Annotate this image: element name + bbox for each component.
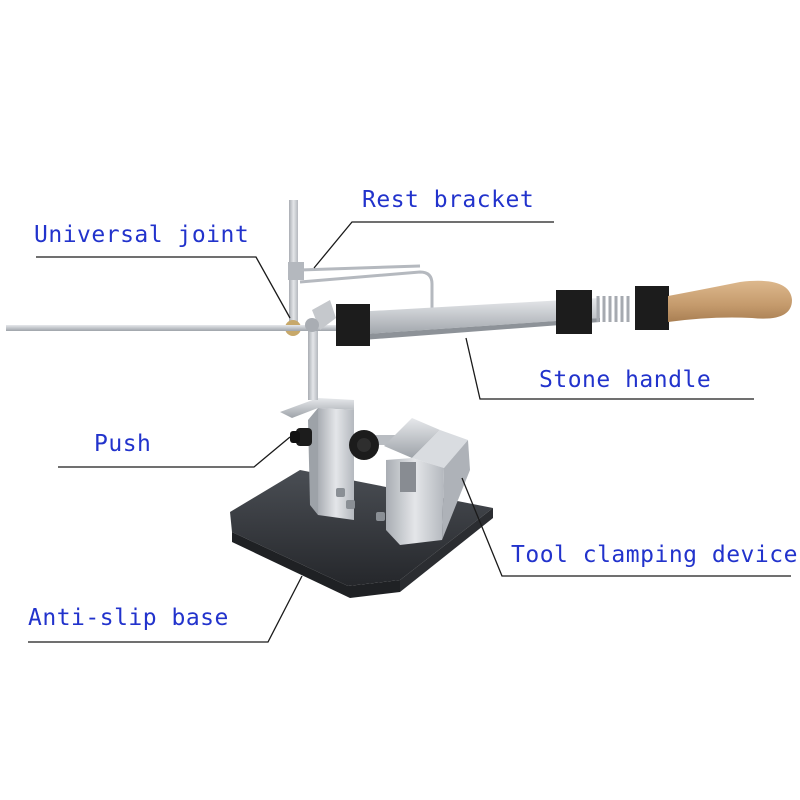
push-knob [290, 428, 312, 446]
universal-joint [305, 300, 336, 332]
leader-stone-handle [465, 337, 754, 400]
stone-handle [336, 280, 792, 346]
label-universal-joint: Universal joint [34, 222, 250, 248]
vertical-post [285, 200, 318, 400]
leader-rest-bracket [313, 221, 554, 269]
leader-push [58, 436, 291, 468]
leader-tool-clamping [461, 477, 791, 577]
label-stone-handle: Stone handle [539, 367, 712, 393]
label-push: Push [94, 431, 152, 457]
leader-lines [28, 221, 791, 643]
leader-universal-joint [36, 256, 291, 319]
label-anti-slip-base: Anti-slip base [28, 605, 229, 631]
label-rest-bracket: Rest bracket [362, 187, 535, 213]
label-tool-clamping-device: Tool clamping device [511, 542, 798, 568]
rest-bracket [299, 264, 434, 330]
guide-rod [6, 325, 336, 331]
tool-clamping-device [376, 418, 470, 545]
leader-anti-slip-base [28, 575, 303, 643]
center-knob [349, 430, 400, 460]
